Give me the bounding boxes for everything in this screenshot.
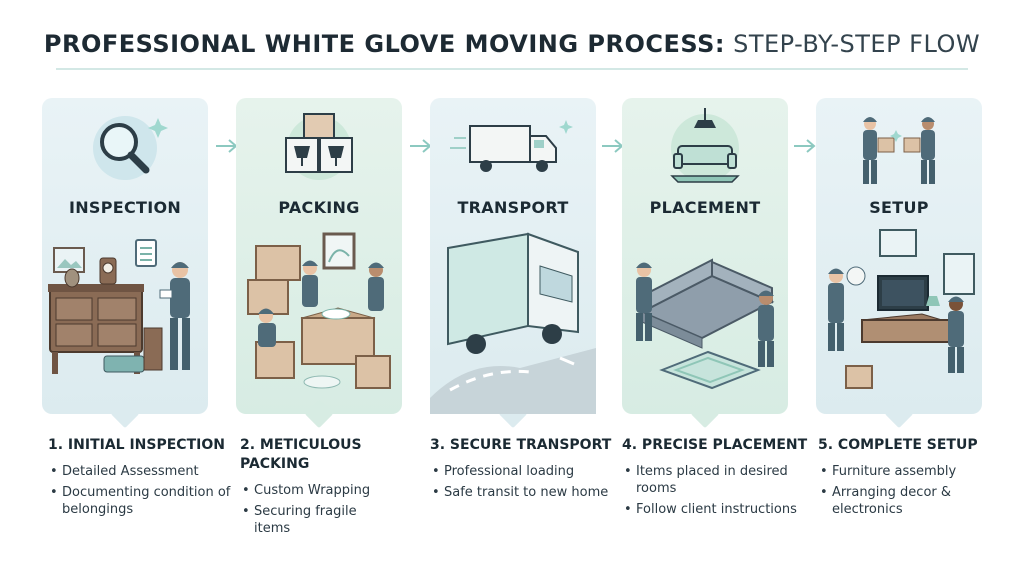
movers-handoff-icon (863, 117, 935, 184)
step-bullet: Securing fragile items (240, 503, 390, 537)
step-bullet: Documenting condition of belongings (48, 484, 234, 518)
title-bold: PROFESSIONAL WHITE GLOVE MOVING PROCESS: (43, 30, 725, 58)
title-light: STEP-BY-STEP FLOW (724, 30, 981, 58)
step-bullet: Items placed in desired rooms (622, 463, 808, 497)
step-bullet: Professional loading (430, 463, 616, 480)
movers-placing-sofa-scene (636, 258, 775, 390)
living-room-icon (670, 108, 740, 183)
panel-setup: SETUP (816, 98, 982, 429)
fragile-boxes-icon (285, 113, 353, 180)
step-heading: 1. INITIAL INSPECTION (48, 437, 225, 453)
panel-label: TRANSPORT (457, 198, 569, 217)
step-bullet: Follow client instructions (622, 501, 808, 518)
step-transport: 3. SECURE TRANSPORT Professional loading… (430, 436, 616, 505)
step-heading: 3. SECURE TRANSPORT (430, 437, 612, 453)
step-bullet: Safe transit to new home (430, 484, 616, 501)
truck-icon (450, 125, 557, 172)
panel-label: PLACEMENT (649, 198, 761, 217)
truck-on-road-scene (430, 120, 596, 414)
step-placement: 4. PRECISE PLACEMENT Items placed in des… (622, 436, 808, 522)
step-bullet: Arranging decor & electronics (818, 484, 988, 518)
panel-label: SETUP (869, 198, 929, 217)
panel-inspection: INSPECTION (42, 98, 208, 429)
panel-label: INSPECTION (68, 198, 182, 217)
panel-placement: PLACEMENT (622, 98, 788, 429)
step-heading: 4. PRECISE PLACEMENT (622, 437, 808, 453)
step-packing: 2. METICULOUS PACKING Custom Wrapping Se… (240, 436, 390, 541)
movers-packing-boxes-scene (247, 232, 391, 389)
step-bullet: Custom Wrapping (240, 482, 390, 499)
panel-label: PACKING (278, 198, 360, 217)
inspector-with-clipboard-scene (48, 239, 190, 374)
arrow-right-icon (794, 139, 816, 153)
step-heading: 2. METICULOUS PACKING (240, 437, 362, 472)
magnifier-icon (93, 116, 168, 180)
movers-setting-up-tv-scene (828, 229, 975, 389)
title-divider (56, 68, 968, 70)
step-setup: 5. COMPLETE SETUP Furniture assembly Arr… (818, 436, 988, 522)
step-inspection: 1. INITIAL INSPECTION Detailed Assessmen… (48, 436, 234, 522)
page-title: PROFESSIONAL WHITE GLOVE MOVING PROCESS:… (0, 30, 1024, 58)
step-heading: 5. COMPLETE SETUP (818, 437, 978, 453)
panel-transport: TRANSPORT (430, 98, 596, 429)
panel-packing: PACKING (236, 98, 402, 429)
step-bullet: Furniture assembly (818, 463, 988, 480)
step-bullet: Detailed Assessment (48, 463, 234, 480)
